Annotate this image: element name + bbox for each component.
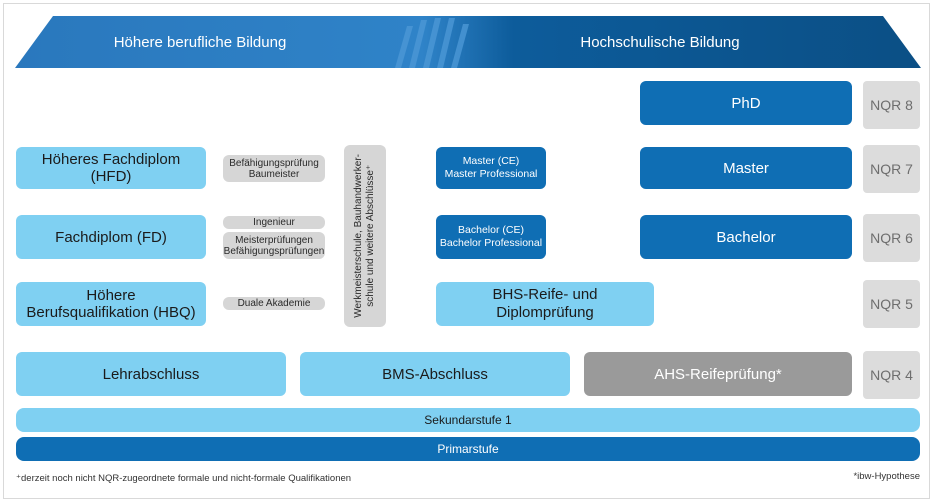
box-werkmeisterschule: Werkmeisterschule, Bauhandwerker- schule… bbox=[344, 145, 386, 327]
box-bachelor: Bachelor bbox=[640, 215, 852, 259]
box-bms: BMS-Abschluss bbox=[300, 352, 570, 396]
pill-duale-akademie: Duale Akademie bbox=[223, 297, 325, 310]
bar-primarstufe: Primarstufe bbox=[16, 437, 920, 461]
pill-ingenieur: Ingenieur bbox=[223, 216, 325, 229]
box-ahs: AHS-Reifeprüfung* bbox=[584, 352, 852, 396]
box-master-ce: Master (CE) Master Professional bbox=[436, 147, 546, 189]
box-lehrabschluss: Lehrabschluss bbox=[16, 352, 286, 396]
box-bachelor-ce: Bachelor (CE) Bachelor Professional bbox=[436, 215, 546, 259]
nqr-8: NQR 8 bbox=[863, 81, 920, 129]
box-bhs: BHS-Reife- und Diplomprüfung bbox=[436, 282, 654, 326]
nqr-4: NQR 4 bbox=[863, 351, 920, 399]
box-fd: Fachdiplom (FD) bbox=[16, 215, 206, 259]
box-master: Master bbox=[640, 147, 852, 189]
werkmeisterschule-label: Werkmeisterschule, Bauhandwerker- schule… bbox=[353, 154, 376, 318]
bar-sekundarstufe: Sekundarstufe 1 bbox=[16, 408, 920, 432]
nqr-7: NQR 7 bbox=[863, 145, 920, 193]
header-right-title: Hochschulische Bildung bbox=[580, 33, 740, 51]
pill-meister: Meisterprüfungen Befähigungsprüfungen bbox=[223, 232, 325, 259]
box-hfd: Höheres Fachdiplom (HFD) bbox=[16, 147, 206, 189]
nqr-6: NQR 6 bbox=[863, 214, 920, 262]
footnote-left: ⁺derzeit noch nicht NQR-zugeordnete form… bbox=[16, 472, 352, 484]
footnote-right: *ibw-Hypothese bbox=[853, 470, 920, 482]
header-banner bbox=[15, 16, 921, 68]
box-hbq: Höhere Berufsqualifikation (HBQ) bbox=[16, 282, 206, 326]
pill-baumeister: Befähigungsprüfung Baumeister bbox=[223, 155, 325, 182]
header-left-title: Höhere berufliche Bildung bbox=[113, 33, 287, 51]
box-phd: PhD bbox=[640, 81, 852, 125]
nqr-5: NQR 5 bbox=[863, 280, 920, 328]
diagram-frame bbox=[3, 3, 930, 499]
